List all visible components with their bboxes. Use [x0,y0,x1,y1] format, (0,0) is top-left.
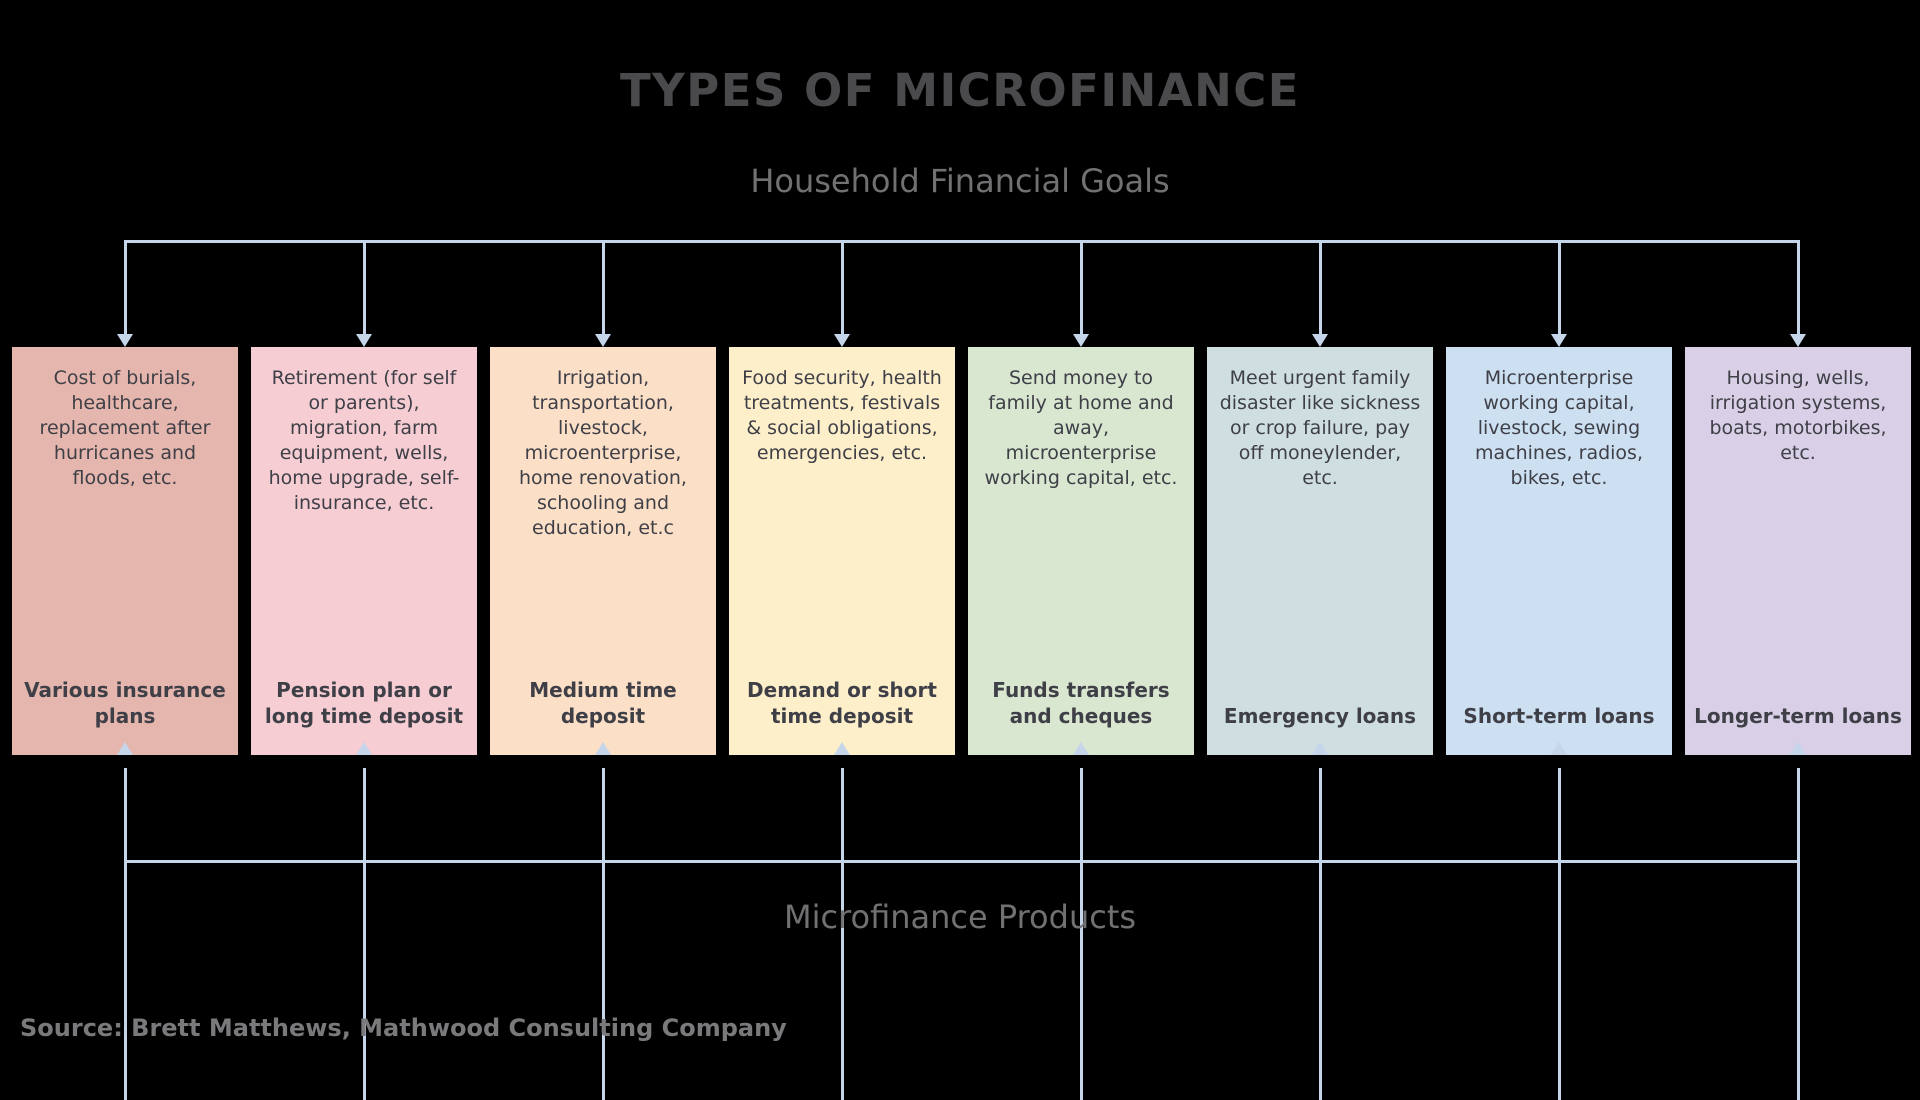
category-box: Send money to family at home and away, m… [968,347,1194,755]
down-arrow-icon [595,334,611,347]
goal-description: Cost of burials, healthcare, replacement… [39,367,211,489]
top-arrow-line [1557,240,1561,336]
product-name: Longer-term loans [1694,704,1902,728]
up-arrow-icon [356,742,372,755]
top-arrow-line [362,240,366,336]
diagram-column: Microenterprise working capital, livesto… [1446,240,1672,1100]
up-arrow-icon [595,742,611,755]
diagram-column: Irrigation, transportation, livestock, m… [490,240,716,1100]
down-arrow-icon [356,334,372,347]
top-arrow-line [601,240,605,336]
source-attribution: Source: Brett Matthews, Mathwood Consult… [20,1014,787,1042]
diagram-column: Food security, health treatments, festiv… [729,240,955,1100]
up-arrow-icon [1790,742,1806,755]
microfinance-products-label: Microfinance Products [783,898,1137,936]
diagram-column: Cost of burials, healthcare, replacement… [12,240,238,1100]
bottom-arrow-line [1557,768,1561,1100]
product-name: Pension plan or long time deposit [264,678,464,728]
goal-description: Microenterprise working capital, livesto… [1475,367,1643,489]
product-name: Short-term loans [1463,704,1655,728]
top-arrow-line [123,240,127,336]
category-box: Irrigation, transportation, livestock, m… [490,347,716,755]
goal-description: Retirement (for self or parents), migrat… [268,367,460,514]
household-financial-goals-label: Household Financial Goals [750,162,1170,200]
goal-description: Send money to family at home and away, m… [984,367,1178,489]
goal-description: Irrigation, transportation, livestock, m… [519,367,687,539]
diagram-column: Housing, wells, irrigation systems, boat… [1685,240,1911,1100]
diagram-column: Meet urgent family disaster like sicknes… [1207,240,1433,1100]
down-arrow-icon [1790,334,1806,347]
top-arrow-line [840,240,844,336]
page-title: TYPES OF MICROFINANCE [619,64,1301,117]
goal-description: Food security, health treatments, festiv… [742,367,942,464]
product-name: Emergency loans [1223,704,1417,728]
top-connector-line [124,240,1800,243]
bottom-arrow-line [1796,768,1800,1100]
product-name: Medium time deposit [529,678,677,728]
bottom-arrow-line [1318,768,1322,1100]
bottom-arrow-line [1079,768,1083,1100]
bottom-connector-line [124,860,1800,863]
category-box: Housing, wells, irrigation systems, boat… [1685,347,1911,755]
up-arrow-icon [1551,742,1567,755]
diagram-column: Send money to family at home and away, m… [968,240,1194,1100]
product-name: Various insurance plans [24,678,226,728]
category-box: Microenterprise working capital, livesto… [1446,347,1672,755]
category-box: Food security, health treatments, festiv… [729,347,955,755]
top-arrow-line [1318,240,1322,336]
up-arrow-icon [1073,742,1089,755]
down-arrow-icon [1312,334,1328,347]
goal-description: Meet urgent family disaster like sicknes… [1219,367,1421,489]
up-arrow-icon [834,742,850,755]
bottom-arrow-line [840,768,844,1100]
down-arrow-icon [1073,334,1089,347]
bottom-arrow-line [362,768,366,1100]
bottom-arrow-line [123,768,127,1100]
category-box: Meet urgent family disaster like sicknes… [1207,347,1433,755]
top-arrow-line [1796,240,1800,336]
product-name: Demand or short time deposit [747,678,937,728]
diagram-column: Retirement (for self or parents), migrat… [251,240,477,1100]
down-arrow-icon [1551,334,1567,347]
product-name: Funds transfers and cheques [992,678,1170,728]
up-arrow-icon [1312,742,1328,755]
top-arrow-line [1079,240,1083,336]
down-arrow-icon [117,334,133,347]
down-arrow-icon [834,334,850,347]
category-box: Retirement (for self or parents), migrat… [251,347,477,755]
up-arrow-icon [117,742,133,755]
category-box: Cost of burials, healthcare, replacement… [12,347,238,755]
bottom-arrow-line [601,768,605,1100]
goal-description: Housing, wells, irrigation systems, boat… [1709,367,1887,464]
